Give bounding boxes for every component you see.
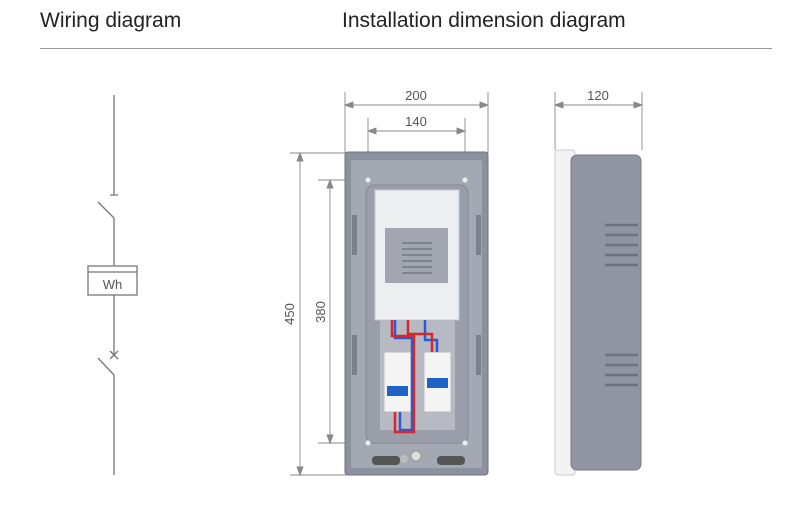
header-divider [40,48,772,49]
enclosure-side-view [554,149,642,476]
circuit-breaker-switch [97,357,115,376]
installation-diagram-heading: Installation dimension diagram [342,9,626,32]
wiring-diagram-heading: Wiring diagram [40,9,182,32]
height-450-label: 450 [282,303,297,325]
breaker-live [383,351,412,413]
width-140-label: 140 [405,114,427,129]
breaker-neutral [423,351,452,413]
isolator-switch [97,201,115,219]
meter-label: Wh [103,277,123,292]
enclosure-front-view [344,151,489,476]
depth-120-label: 120 [587,88,609,103]
wiring-diagram [87,95,138,475]
energy-meter-box [87,265,138,296]
height-380-label: 380 [313,301,328,323]
width-200-label: 200 [405,88,427,103]
